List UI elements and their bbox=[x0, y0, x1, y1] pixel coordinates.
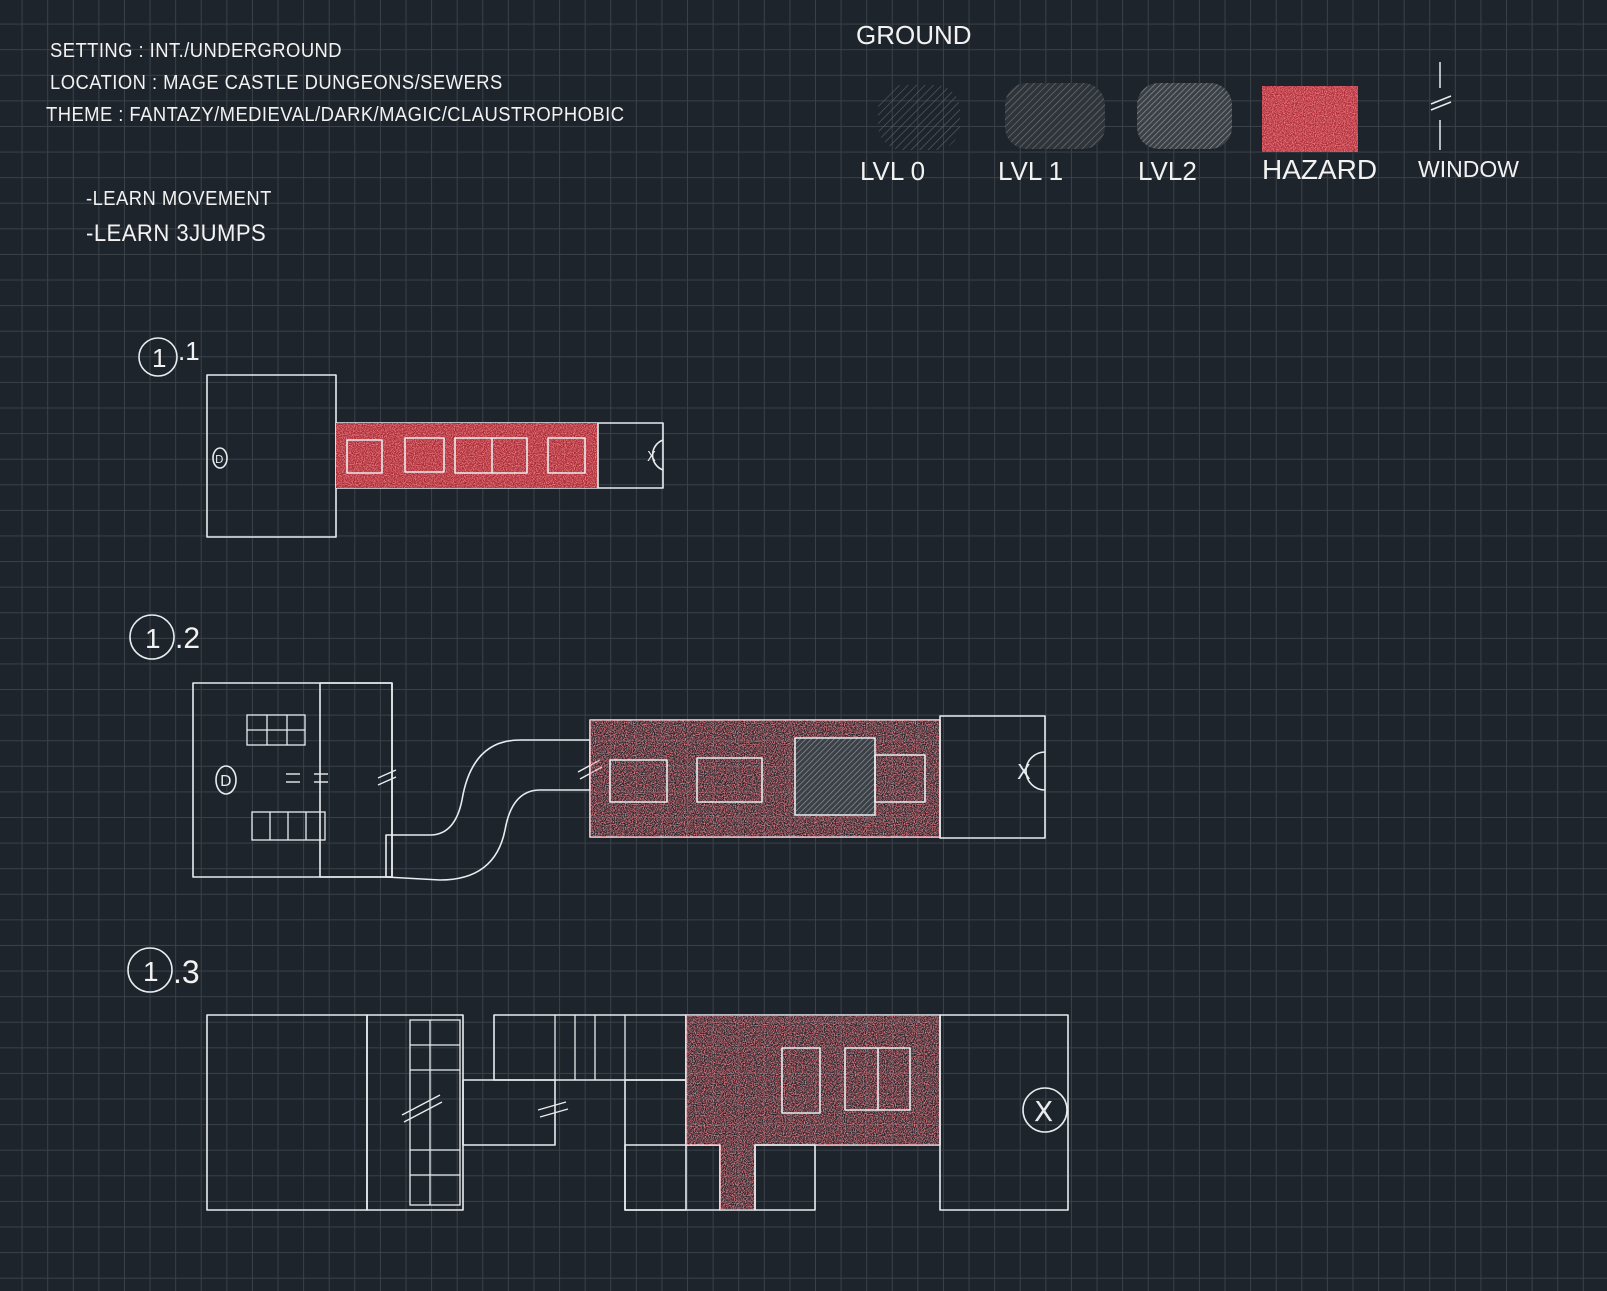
platform bbox=[454, 437, 528, 474]
window-icon bbox=[286, 769, 397, 786]
section-1-3: 1 .3 X bbox=[127, 947, 1069, 1211]
platform bbox=[696, 757, 763, 803]
end-marker-label: X bbox=[647, 450, 656, 465]
platform bbox=[609, 759, 668, 803]
section-number-circle bbox=[138, 337, 178, 377]
end-marker bbox=[651, 439, 664, 471]
lvl1-swatch bbox=[1005, 83, 1105, 149]
legend-title: GROUND bbox=[856, 20, 972, 50]
theme-text: THEME : FANTAZY/MEDIEVAL/DARK/MAGIC/CLAU… bbox=[46, 104, 625, 126]
legend-label-lvl1: LVL 1 bbox=[998, 156, 1064, 186]
start-marker-label: D bbox=[220, 772, 232, 790]
end-marker-label: X bbox=[1034, 1095, 1053, 1128]
lvl2-swatch bbox=[1137, 83, 1232, 149]
end-room bbox=[939, 715, 1046, 839]
location-text: LOCATION : MAGE CASTLE DUNGEONS/SEWERS bbox=[50, 72, 503, 94]
curved-corridor bbox=[385, 739, 591, 881]
legend-label-window: WINDOW bbox=[1418, 156, 1519, 182]
lvl0-swatch bbox=[878, 85, 960, 150]
goal-jumps: -LEARN 3JUMPS bbox=[86, 220, 267, 247]
platform bbox=[794, 737, 876, 816]
legend-swatches bbox=[878, 62, 1452, 152]
stairs bbox=[246, 714, 326, 841]
setting-text: SETTING : INT./UNDERGROUND bbox=[50, 40, 343, 62]
start-marker bbox=[212, 447, 228, 469]
legend-label-hazard: HAZARD bbox=[1262, 154, 1378, 185]
legend-label-lvl0: LVL 0 bbox=[860, 156, 926, 186]
platform bbox=[547, 437, 586, 474]
platform bbox=[874, 754, 926, 803]
end-marker bbox=[1025, 751, 1046, 791]
section-1-2: 1 .2 D X bbox=[129, 614, 1046, 881]
window-symbol bbox=[1430, 62, 1452, 150]
section-suffix: .1 bbox=[178, 336, 200, 366]
start-marker bbox=[215, 765, 237, 795]
section-suffix: .3 bbox=[173, 954, 200, 990]
platform bbox=[404, 437, 445, 473]
goal-movement: -LEARN MOVEMENT bbox=[86, 188, 272, 210]
section-suffix: .2 bbox=[175, 622, 200, 655]
end-marker-label: X bbox=[1017, 760, 1031, 784]
end-marker bbox=[1022, 1087, 1068, 1133]
section-number: 1 bbox=[152, 343, 166, 373]
section-number: 1 bbox=[143, 956, 159, 987]
legend-label-lvl2: LVL2 bbox=[1138, 156, 1197, 186]
platform bbox=[346, 439, 383, 474]
platform bbox=[781, 1047, 821, 1114]
section-number-circle bbox=[127, 947, 173, 993]
section-number-circle bbox=[129, 614, 175, 660]
section-number: 1 bbox=[145, 623, 161, 654]
room-b bbox=[493, 1014, 687, 1081]
section-1-1: 1 .1 D X bbox=[138, 336, 664, 538]
start-marker-label: D bbox=[215, 453, 223, 466]
stairs bbox=[409, 1019, 461, 1206]
connector bbox=[462, 1079, 556, 1146]
start-room bbox=[206, 1014, 368, 1211]
end-room bbox=[939, 1014, 1069, 1211]
